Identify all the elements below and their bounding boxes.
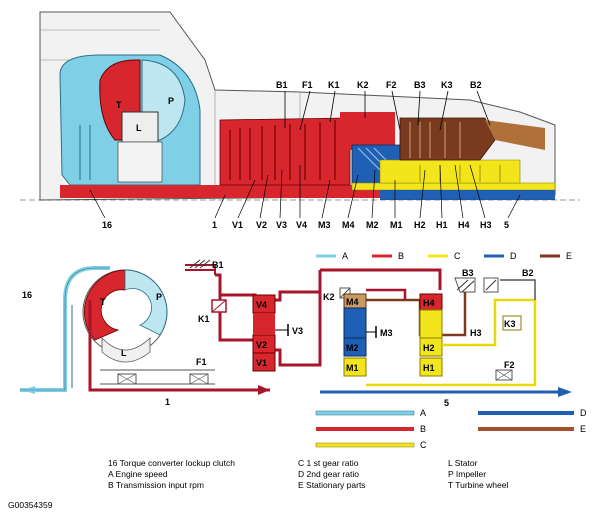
turbine-schematic [83, 269, 126, 341]
label-B3-schematic: B3 [462, 268, 474, 278]
label-M3-top: M3 [318, 220, 331, 230]
label-M1-top: M1 [390, 220, 403, 230]
label-V2-top: V2 [256, 220, 267, 230]
legend-bottom: A B C D E [315, 408, 587, 450]
label-V2: V2 [256, 340, 267, 350]
label-16-schematic: 16 [22, 290, 32, 300]
legend-bottom-D: D [580, 408, 587, 418]
label-F1-top: F1 [302, 80, 313, 90]
legend-top-D: D [510, 251, 517, 261]
label-H1: H1 [423, 363, 435, 373]
yellow-right-frame [442, 298, 537, 387]
legend-bottom-E: E [580, 424, 586, 434]
gearset-M1 [343, 357, 367, 377]
input-shaft-red [60, 185, 380, 198]
label-M2: M2 [346, 343, 359, 353]
caption-col2-2: E Stationary parts [298, 480, 366, 490]
label-H1-top: H1 [436, 220, 448, 230]
output-shaft-blue [380, 190, 555, 200]
label-T-top: T [116, 100, 122, 110]
caption-col1-0: 16 Torque converter lockup clutch [108, 458, 235, 468]
label-H4: H4 [423, 298, 435, 308]
label-K3-top: K3 [441, 80, 453, 90]
converter-stator-top [121, 111, 159, 143]
legend-top-B: B [398, 251, 404, 261]
label-V3-schematic: V3 [292, 326, 303, 336]
arrow-label-1: 1 [165, 397, 170, 407]
legend-top-C: C [454, 251, 461, 261]
red-top-bus [320, 268, 442, 290]
label-M4: M4 [346, 297, 359, 307]
label-K2-top: K2 [357, 80, 369, 90]
legend-bottom-A: A [420, 408, 426, 418]
label-T-schematic: T [100, 297, 106, 307]
label-P-top: P [168, 96, 174, 106]
label-5-top: 5 [504, 220, 509, 230]
label-K2-schematic: K2 [323, 292, 335, 302]
gearset-H1 [419, 357, 443, 377]
label-B1-schematic: B1 [212, 260, 224, 270]
label-P-schematic: P [156, 292, 162, 302]
label-V4: V4 [256, 300, 267, 310]
label-K1-top: K1 [328, 80, 340, 90]
impeller-schematic [124, 269, 168, 336]
red-clutch-block [219, 117, 351, 186]
label-K1-schematic: K1 [198, 314, 210, 324]
label-F2-schematic: F2 [504, 360, 515, 370]
caption-col2-1: D 2nd gear ratio [298, 469, 359, 479]
label-M3-schematic: M3 [380, 328, 393, 338]
legend-top-A: A [342, 251, 348, 261]
top-labels-below: 16 1 V1 V2 V3 V4 M3 M4 M2 M1 H2 H1 H4 H3… [89, 164, 521, 230]
legend-bottom-B: B [420, 424, 426, 434]
label-V3-top: V3 [276, 220, 287, 230]
brown-stationary [399, 117, 496, 161]
label-V1: V1 [256, 358, 267, 368]
caption: 16 Torque converter lockup clutch A Engi… [8, 458, 508, 510]
label-F2-top: F2 [386, 80, 397, 90]
label-M2-top: M2 [366, 220, 379, 230]
label-H2: H2 [423, 343, 435, 353]
label-H2-top: H2 [414, 220, 426, 230]
clutch-K3 [502, 315, 522, 331]
power-flow-schematic: 16 T P L 1 B1 K1 F1 [20, 259, 572, 408]
label-F1-schematic: F1 [196, 357, 207, 367]
gearset-V1 [252, 352, 276, 372]
label-B3-top: B3 [414, 80, 426, 90]
caption-col2-0: C 1 st gear ratio [298, 458, 359, 468]
label-L-top: L [136, 123, 142, 133]
legend-bottom-C: C [420, 440, 427, 450]
caption-col3-0: L Stator [448, 458, 478, 468]
label-B2-schematic: B2 [522, 268, 534, 278]
label-K3-schematic: K3 [504, 319, 516, 329]
label-B2-top: B2 [470, 80, 482, 90]
figure-id: G00354359 [8, 500, 53, 510]
label-H4-top: H4 [458, 220, 470, 230]
transmission-cutaway: T P L B1 F1 K1 K2 F2 B3 K3 B2 [20, 11, 580, 230]
label-H3-schematic: H3 [470, 328, 482, 338]
legend-top: A B C D E [316, 251, 572, 261]
caption-col1-2: B Transmission input rpm [108, 480, 204, 490]
legend-top-E: E [566, 251, 572, 261]
label-16-top: 16 [102, 220, 112, 230]
yellow-ring [351, 182, 556, 191]
label-M1: M1 [346, 363, 359, 373]
label-B1-top: B1 [276, 80, 288, 90]
label-H3-top: H3 [480, 220, 492, 230]
top-labels-above: B1 F1 K1 K2 F2 B3 K3 B2 [276, 80, 491, 131]
label-M4-top: M4 [342, 220, 355, 230]
label-1-top: 1 [212, 220, 217, 230]
caption-col1-1: A Engine speed [108, 469, 168, 479]
label-L-schematic: L [121, 348, 127, 358]
red-input-line [88, 300, 270, 392]
caption-col3-2: T Turbine wheel [448, 480, 508, 490]
label-V4-top: V4 [296, 220, 307, 230]
gearset-M2 [343, 337, 367, 357]
caption-col3-1: P Impeller [448, 469, 486, 479]
gearset-H2 [419, 337, 443, 357]
arrow-label-5: 5 [444, 398, 449, 408]
label-V1-top: V1 [232, 220, 243, 230]
